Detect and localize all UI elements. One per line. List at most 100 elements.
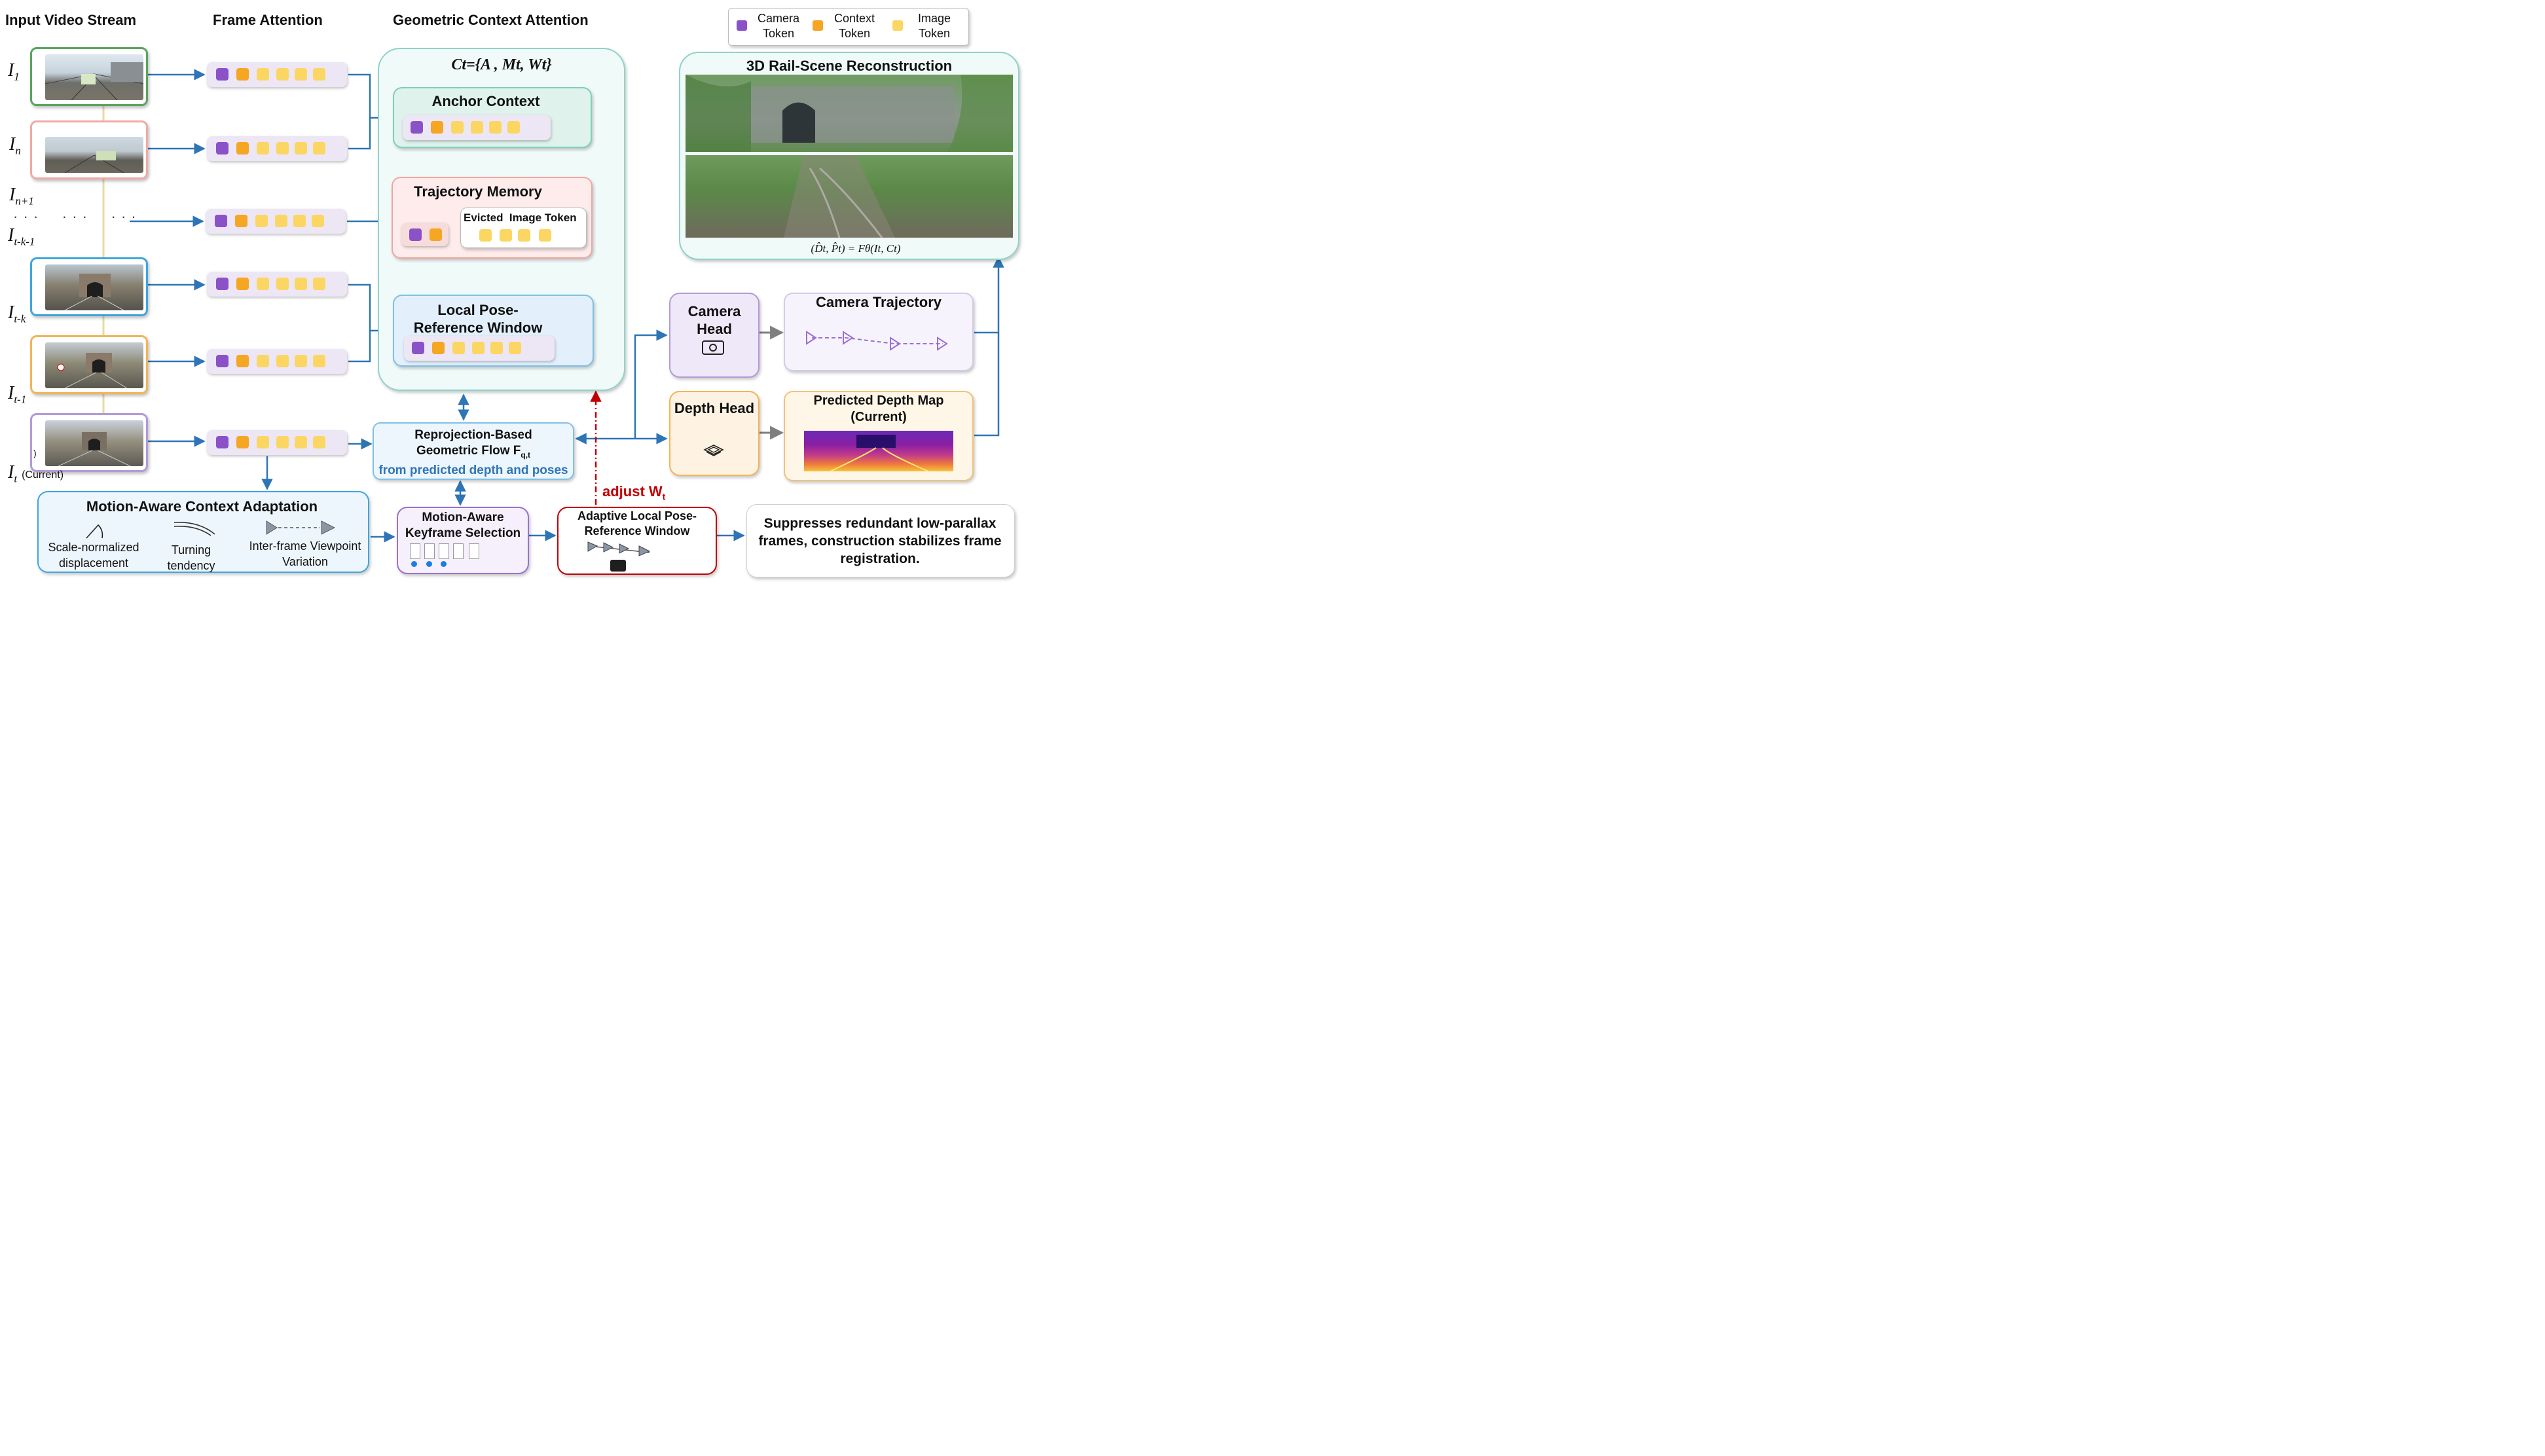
token-row-itk xyxy=(207,272,347,297)
camera-trajectory-box xyxy=(784,293,974,371)
context-formula: Ct={A , Mt, Wt} xyxy=(451,56,552,73)
selected-keyframe-dot xyxy=(426,561,432,567)
label-in-plus-1: In+1 xyxy=(9,185,34,208)
legend-context-token: Context Token xyxy=(833,12,875,40)
context-token xyxy=(236,68,249,81)
image-token xyxy=(276,355,289,367)
camera-token xyxy=(216,436,229,448)
depth-head-title: Depth Head xyxy=(674,400,755,416)
image-token xyxy=(295,355,307,367)
camera-trajectory-title: Camera Trajectory xyxy=(816,294,942,310)
label-in: In xyxy=(9,134,21,157)
camera-block-icon xyxy=(610,560,626,572)
label-it-current: It (Current) xyxy=(8,462,64,485)
image-token xyxy=(295,68,307,81)
reconstruction-tunnel-image xyxy=(686,75,1013,152)
camera-token xyxy=(411,121,423,134)
token-row-middle xyxy=(206,209,346,234)
camera-token xyxy=(216,68,229,81)
label-i1: I1 xyxy=(8,60,20,83)
frame-card-it-current: ) xyxy=(30,413,148,472)
frame-card-it-1 xyxy=(30,335,148,394)
ellipsis-frames: · · · · · · · · · xyxy=(13,208,137,225)
geometric-context-attention-title: Geometric Context Attention xyxy=(393,12,589,28)
image-token xyxy=(471,121,483,134)
label-it-k-1: It-k-1 xyxy=(8,225,35,248)
camera-icon xyxy=(702,340,724,355)
adjust-wt-label: adjust Wt xyxy=(602,483,666,502)
context-token-swatch xyxy=(813,20,823,31)
image-token xyxy=(276,68,289,81)
token-legend: Camera Token Context Token Image Token xyxy=(728,8,969,46)
camera-token xyxy=(215,215,227,227)
token-row-in xyxy=(207,136,347,161)
image-token xyxy=(539,229,551,242)
image-token xyxy=(276,278,289,290)
viewpoint-variation-icon xyxy=(266,520,336,535)
depth-head-box xyxy=(669,391,760,476)
keyframe-selection-title: Motion-Aware Keyframe Selection xyxy=(405,511,521,540)
selected-keyframe-dot xyxy=(441,561,447,567)
image-token xyxy=(313,436,325,448)
image-token xyxy=(451,121,464,134)
label-it-1: It-1 xyxy=(8,383,27,406)
token-row-it-current xyxy=(207,430,347,455)
camera-token xyxy=(412,342,424,354)
keyframe-slot xyxy=(453,543,464,559)
camera-token xyxy=(216,142,229,155)
image-token xyxy=(507,121,520,134)
image-token xyxy=(313,142,325,155)
image-token xyxy=(255,215,268,227)
image-token xyxy=(257,278,269,290)
frame-attention-title: Frame Attention xyxy=(213,12,323,28)
image-token xyxy=(257,355,269,367)
depth-map-image xyxy=(804,431,953,471)
image-token xyxy=(472,342,485,354)
image-token xyxy=(489,121,502,134)
pose-chain-icon xyxy=(587,541,651,556)
image-token xyxy=(518,229,530,242)
image-token xyxy=(275,215,287,227)
reconstruction-title: 3D Rail-Scene Reconstruction xyxy=(746,58,953,74)
token-row-i1 xyxy=(207,62,347,87)
reprojection-flow-box xyxy=(373,422,574,480)
legend-image-token: Image Token xyxy=(917,12,951,40)
camera-head-box xyxy=(669,293,760,378)
image-token xyxy=(295,436,307,448)
camera-token xyxy=(216,355,229,367)
keyframe-slot xyxy=(439,543,449,559)
rail-tunnel-thumbnail xyxy=(45,420,143,467)
context-token xyxy=(236,142,249,155)
image-token xyxy=(293,215,306,227)
token-row-it-1 xyxy=(207,349,347,374)
turning-curve-icon xyxy=(174,522,215,536)
reprojection-flow-title: Reprojection-Based Geometric Flow Fq,t f… xyxy=(378,428,568,477)
reconstruction-formula: (D̂t, P̂t) = Fθ(It, Ct) xyxy=(811,242,901,255)
input-video-stream-title: Input Video Stream xyxy=(5,12,137,28)
context-token xyxy=(236,355,249,367)
turning-tendency-label: Turning tendency xyxy=(167,543,215,572)
image-token xyxy=(313,68,325,81)
image-token xyxy=(500,229,512,242)
image-token xyxy=(452,342,465,354)
anchor-token-row xyxy=(403,115,551,140)
image-token xyxy=(313,278,325,290)
image-token xyxy=(509,342,521,354)
context-token xyxy=(430,228,442,241)
paren-mark: ) xyxy=(33,448,37,458)
adaptive-local-window-box xyxy=(557,507,717,575)
keyframe-slot xyxy=(469,543,479,559)
image-token xyxy=(490,342,503,354)
predicted-depth-title: Predicted Depth Map (Current) xyxy=(813,393,944,424)
image-token xyxy=(257,142,269,155)
label-it-k: It-k xyxy=(8,302,26,325)
trajectory-memory-title: Trajectory Memory xyxy=(414,183,542,200)
frame-card-itk xyxy=(30,257,148,316)
rail-tunnel-thumbnail xyxy=(45,342,143,389)
anchor-context-title: Anchor Context xyxy=(431,93,540,109)
legend-camera-token: Camera Token xyxy=(757,12,800,40)
context-token xyxy=(235,215,247,227)
selected-keyframe-dot xyxy=(411,561,417,567)
image-token-swatch xyxy=(892,20,903,31)
scale-normalized-displacement-label: Scale-normalized displacement xyxy=(48,541,139,570)
